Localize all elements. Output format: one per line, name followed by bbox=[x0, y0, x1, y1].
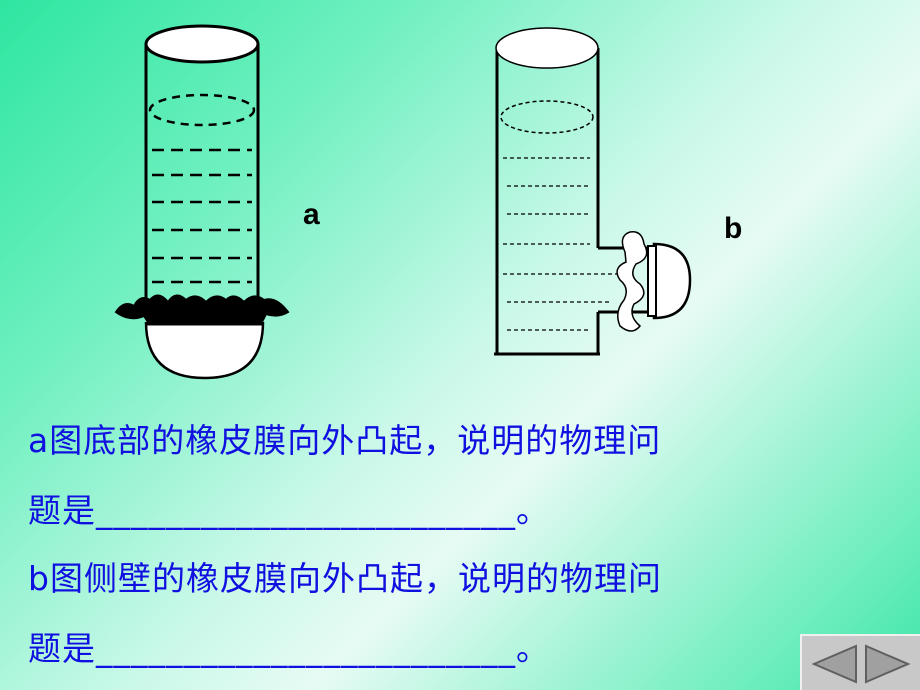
cylinder-b-water-surface bbox=[500, 100, 594, 134]
figure-label-b: b bbox=[724, 212, 743, 245]
question-b-line1: b图侧壁的橡皮膜向外凸起，说明的物理问 bbox=[28, 559, 662, 598]
cylinder-a-water-surface bbox=[148, 93, 256, 127]
cylinder-a-top-rim bbox=[144, 24, 260, 64]
triangle-left-icon[interactable] bbox=[808, 642, 860, 686]
figure-label-a: a bbox=[303, 198, 320, 231]
cylinder-a bbox=[114, 24, 290, 380]
membrane-b-ring bbox=[647, 245, 657, 317]
triangle-right-icon[interactable] bbox=[862, 642, 914, 686]
question-a-line1: a图底部的橡皮膜向外凸起，说明的物理问 bbox=[28, 421, 662, 460]
slide-nav bbox=[800, 634, 920, 690]
question-b-line2: 题是________________________。 bbox=[28, 629, 550, 668]
question-a-line2: 题是________________________。 bbox=[28, 491, 550, 530]
membrane-a-bulge bbox=[144, 321, 265, 380]
cylinder-b-top-rim bbox=[495, 27, 599, 69]
cylinder-b bbox=[494, 27, 692, 356]
membrane-b-bulge bbox=[652, 242, 692, 320]
cylinder-b-water-lines bbox=[503, 157, 630, 331]
membrane-a-tie bbox=[114, 294, 290, 323]
cylinder-a-water-lines bbox=[152, 148, 252, 284]
membrane-b-tie bbox=[616, 231, 648, 332]
